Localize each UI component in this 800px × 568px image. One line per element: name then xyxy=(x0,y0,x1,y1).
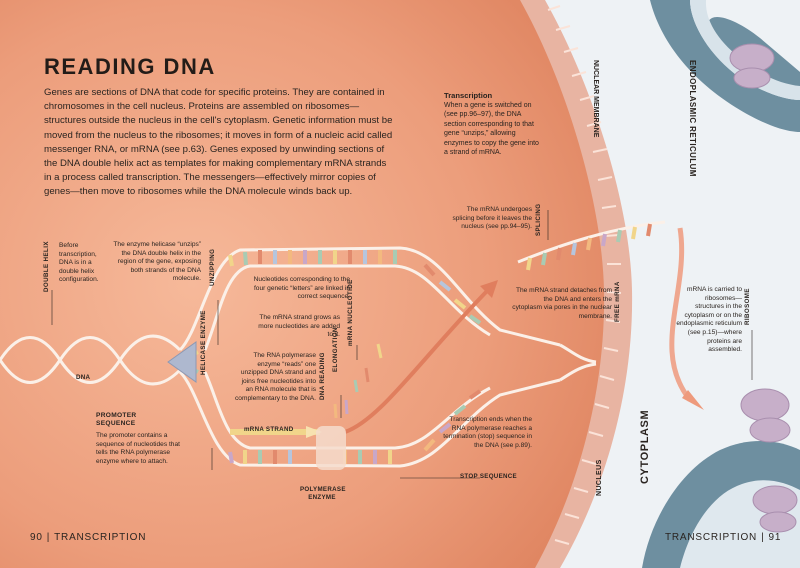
folio-left: 90|TRANSCRIPTION xyxy=(30,532,147,543)
note-promoter: The promoter contains a sequence of nucl… xyxy=(96,432,180,465)
note-double-helix: Before transcription, DNA is in a double… xyxy=(59,242,99,284)
nucleus-interior xyxy=(0,0,605,568)
note-elongation: The mRNA strand grows as more nucleotide… xyxy=(258,314,340,339)
section-name-left: TRANSCRIPTION xyxy=(54,532,147,543)
polymerase-enzyme-icon xyxy=(316,426,346,470)
note-ribosome: mRNA is carried to ribosomes— structures… xyxy=(676,286,742,354)
page-number-right: 91 xyxy=(768,532,782,543)
folio-right: TRANSCRIPTION|91 xyxy=(665,532,782,543)
note-stop: Transcription ends when the RNA polymera… xyxy=(443,416,532,449)
intro-paragraph: Genes are sections of DNA that code for … xyxy=(44,87,393,198)
free-nucleotides xyxy=(333,343,383,419)
label-nuclear-membrane: NUCLEAR MEMBRANE xyxy=(592,60,599,138)
transcription-heading: Transcription xyxy=(444,91,493,100)
label-mrna-strand: mRNA STRAND xyxy=(244,426,294,433)
label-cytoplasm: CYTOPLASM xyxy=(639,409,651,484)
spliced-mrna xyxy=(517,220,666,271)
label-stop-sequence: STOP SEQUENCE xyxy=(460,473,517,480)
label-unzipping: UNZIPPING xyxy=(209,248,216,286)
note-free-mrna: The mRNA strand detaches from the DNA an… xyxy=(512,287,612,320)
mrna-exit-arrow xyxy=(344,288,490,434)
note-unzipping: The enzyme helicase “unzips” the DNA dou… xyxy=(113,241,201,283)
ribosome-icon xyxy=(729,43,798,533)
label-splicing: SPLICING xyxy=(535,203,542,236)
label-endoplasmic-reticulum: ENDOPLASMIC RETICULUM xyxy=(688,60,697,177)
mrna-to-ribosome-arrow xyxy=(669,227,692,402)
helicase-enzyme-icon xyxy=(167,341,197,383)
transcription-text: When a gene is switched on (see pp.96–97… xyxy=(444,102,539,157)
label-dna-reading: DNA READING xyxy=(319,352,326,400)
label-dna: DNA xyxy=(76,374,91,381)
section-name-right: TRANSCRIPTION xyxy=(665,532,758,543)
label-polymerase: POLYMERASE ENZYME xyxy=(300,486,346,501)
page-title: READING DNA xyxy=(44,54,216,79)
note-splicing: The mRNA undergoes splicing before it le… xyxy=(452,206,532,231)
dna-double-helix xyxy=(0,334,182,386)
label-free-mrna: FREE mRNA xyxy=(614,281,621,322)
label-double-helix: DOUBLE HELIX xyxy=(43,241,50,292)
label-nucleus: NUCLEUS xyxy=(596,459,603,496)
note-dna-reading: The RNA polymerase enzyme “reads” one un… xyxy=(235,352,316,402)
note-nucleotides: Nucleotides corresponding to the four ge… xyxy=(253,276,350,301)
label-helicase: HELICASE ENZYME xyxy=(200,310,207,375)
label-promoter: PROMOTER SEQUENCE xyxy=(96,412,137,428)
page-number-left: 90 xyxy=(30,532,43,543)
label-ribosome: RIBOSOME xyxy=(744,288,751,325)
